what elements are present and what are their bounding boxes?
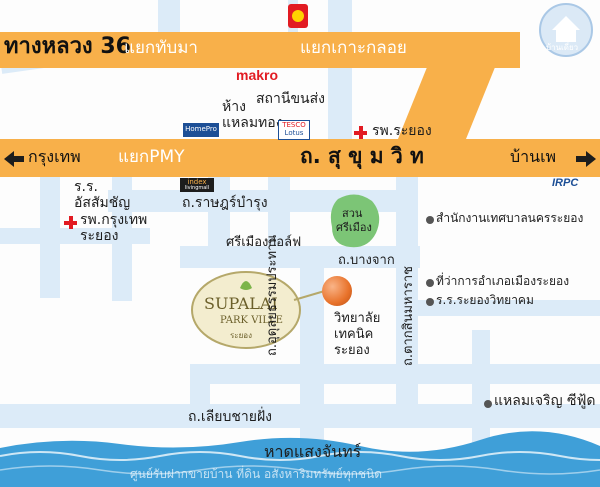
technical-college-label-1: วิทยาลัย [334, 311, 381, 326]
road-central-vertical-2 [268, 166, 290, 246]
supalai-leaf-icon [240, 281, 252, 290]
road-north-right [328, 0, 352, 150]
sukhumvit-highway [0, 139, 600, 177]
road-south-horizontal [190, 364, 600, 384]
road-tak-sin [396, 166, 418, 426]
wave-line [0, 451, 600, 461]
makro-label: makro [236, 67, 279, 83]
road-liap-chai-fang [0, 404, 600, 428]
school-assumption-label-1: ร.ร. [74, 179, 98, 195]
junction-pmy-label: แยกPMY [118, 147, 185, 167]
supalai-badge-shape [191, 271, 301, 349]
school-assumption-label-2: อัสสัมชัญ [74, 195, 131, 211]
liap-chai-fang-road-label: ถ.เลียบชายฝั่ง [188, 409, 272, 425]
sri-mueang-park-label-2: ศรีเมือง [336, 221, 372, 234]
bangkok-hospital-label-2: ระยอง [80, 228, 119, 244]
uthitthamprathan-road-label: ถ.อุดุลยธรรมประทาน [265, 234, 280, 356]
laem-charoen-label: แหลมเจริญ ซีฟู้ด [494, 393, 596, 409]
house-logo-body [556, 30, 576, 42]
bangkok-hospital-label-1: รพ.กรุงเทพ [80, 212, 148, 228]
big-c-logo-icon [288, 4, 308, 28]
park-area [330, 194, 380, 248]
junction-thap-ma-label: แยกทับมา [124, 38, 198, 58]
sea [0, 431, 600, 487]
road-south-west-vertical [190, 364, 210, 404]
big-c-logo-ring [292, 10, 304, 22]
rayong-hospital-cross-icon [354, 126, 367, 139]
house-logo-roof [552, 16, 580, 30]
supalai-name-line1: SUPALAI [204, 294, 278, 313]
arrow-left-shape [4, 151, 24, 167]
technical-college-label-3: ระยอง [334, 343, 370, 358]
technical-college-label-2: เทคนิค [334, 327, 374, 342]
arrow-right-icon [576, 151, 596, 167]
house-logo-icon [539, 3, 593, 57]
ratchaburana-road-label: ถ.ราษฎร์บำรุง [182, 195, 268, 211]
supalai-badge [191, 271, 301, 349]
supalai-name-line2: PARK VILLE [220, 315, 283, 326]
sri-mueang-golf-label: ศรีเมืองกอล์ฟ [226, 235, 302, 250]
rayong-hospital-label: รพ.ระยอง [372, 123, 432, 139]
to-ban-phe-label: บ้านเพ [510, 147, 557, 166]
home-pro-text: HomePro [185, 125, 217, 133]
wave-line-2 [0, 465, 600, 475]
sri-mueang-park-shape [330, 194, 380, 248]
rayong-witthayakhom-label: ร.ร.ระยองวิทยาคม [436, 293, 534, 307]
district-office-dot [426, 279, 434, 287]
bottom-slogan: ศูนย์รับฝากขายบ้าน ที่ดิน อสังหาริมทรัพย… [130, 467, 383, 481]
tak-sin-road-label: ถ.ตากสินมหาราช [401, 266, 416, 366]
municipal-office-label: สำนักงานเทศบาลนครระยอง [436, 211, 584, 225]
bangkok-hospital-cross-icon [64, 216, 77, 229]
junction-ko-kloi-label: แยกเกาะกลอย [300, 38, 407, 58]
tesco-lotus-badge: TESCO Lotus [278, 120, 310, 140]
to-bangkok-label: กรุงเทพ [28, 147, 81, 166]
home-pro-badge: HomePro [182, 122, 220, 138]
house-logo-text: บ้านเดี่ยว [546, 43, 579, 52]
district-office-label: ที่ว่าการอำเภอเมืองระยอง [436, 274, 570, 288]
irpc-logo: IRPC [552, 177, 579, 189]
rayong-witthayakhom-dot [426, 298, 434, 306]
lotus-text: Lotus [284, 129, 304, 137]
sukhumvit-road-label: ถ. สุ ขุ ม วิ ท [300, 144, 424, 168]
laemthong-mall-label-1: ห้าง [222, 99, 246, 115]
bus-station-label: สถานีขนส่ง [256, 91, 325, 107]
highway-36-label: ทางหลวง 36 [4, 34, 131, 59]
road-east-horizontal [396, 300, 600, 316]
supalai-city: ระยอง [230, 331, 252, 340]
laemthong-mall-label-2: แหลมทอง [222, 115, 283, 131]
arrow-right-shape [576, 151, 596, 167]
saeng-chan-beach-label: หาดแสงจันทร์ [264, 442, 362, 461]
livingmall-text: livingmall [184, 185, 210, 191]
sri-mueang-park-label-1: สวน [342, 207, 363, 220]
project-location-marker [322, 276, 352, 306]
index-text: index [187, 178, 207, 186]
bang-chak-road-label: ถ.บางจาก [338, 253, 395, 268]
index-living-badge: index livingmall [180, 178, 214, 192]
arrow-left-icon [4, 151, 24, 167]
tesco-text: TESCO [282, 121, 306, 129]
road-west-mid-vertical [112, 166, 132, 301]
laem-charoen-dot [484, 400, 492, 408]
municipal-office-dot [426, 216, 434, 224]
